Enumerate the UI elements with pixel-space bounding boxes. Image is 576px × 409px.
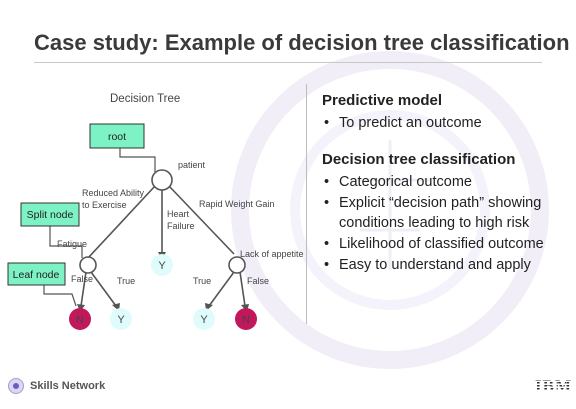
edge-root-left xyxy=(87,185,156,259)
section-heading-decision-tree-classification: Decision tree classification xyxy=(322,151,516,168)
skills-network-logo: Skills Network xyxy=(8,378,105,394)
skills-network-icon xyxy=(8,378,24,394)
edge-right-true xyxy=(208,271,235,307)
edge-label-false-right: False xyxy=(247,276,269,286)
edge-label-rapid-weight-gain: Rapid Weight Gain xyxy=(199,199,274,209)
edge-label-false-left: False xyxy=(71,274,93,284)
leaf-label-y-right: Y xyxy=(200,314,208,326)
arrowhead-ll xyxy=(77,304,85,312)
list-item: Easy to understand and apply xyxy=(322,255,567,275)
decision-tree-list: Categorical outcome Explicit “decision p… xyxy=(322,172,567,275)
edge-label-true-right: True xyxy=(193,276,211,286)
right-panel: Predictive model To predict an outcome D… xyxy=(322,92,567,276)
callout-split-box xyxy=(20,202,80,227)
root-node xyxy=(151,169,173,191)
predictive-model-list: To predict an outcome xyxy=(322,113,567,133)
edge-left-false xyxy=(80,271,87,307)
ibm-logo: IBM xyxy=(535,376,572,395)
diagram-title: Decision Tree xyxy=(110,93,180,105)
list-item: Explicit “decision path” showing conditi… xyxy=(322,193,567,233)
leaf-label-y-mid: Y xyxy=(158,260,166,272)
title-divider xyxy=(34,62,542,63)
callout-root-box xyxy=(89,123,145,149)
edge-label-heart-failure: Heart Failure xyxy=(167,209,195,231)
callout-line-root xyxy=(119,148,156,172)
skills-network-text: Skills Network xyxy=(30,380,106,392)
leaf-label-n-right: N xyxy=(242,314,250,326)
edge-label-reduced-ability: Reduced Ability to Exercise xyxy=(82,188,147,210)
decision-tree-diagram: Decision Tree N Y Y Y N patient Reduced xyxy=(7,93,304,330)
list-item: Categorical outcome xyxy=(322,172,567,192)
column-divider xyxy=(306,84,307,324)
callout-leaf-label: Leaf node xyxy=(13,269,60,281)
edge-label-true-left: True xyxy=(117,276,135,286)
leaf-node-n-right xyxy=(235,308,257,330)
leaf-node-y-mid xyxy=(151,254,173,276)
edge-label-lack-of-appetite: Lack of appetite xyxy=(240,249,304,259)
list-item: Likelihood of classified outcome xyxy=(322,234,567,254)
leaf-label-n-left: N xyxy=(76,314,84,326)
page-title: Case study: Example of decision tree cla… xyxy=(34,30,570,55)
leaf-label-y-left: Y xyxy=(117,314,125,326)
right-split-node xyxy=(228,256,246,274)
callout-line-split xyxy=(49,226,83,258)
callout-line-leaf xyxy=(43,285,77,307)
edge-label-fatigue: Fatigue xyxy=(57,239,87,249)
leaf-node-n-left xyxy=(69,308,91,330)
edge-root-right xyxy=(168,185,235,255)
callout-split-label: Split node xyxy=(27,209,74,221)
edge-left-true xyxy=(90,271,117,307)
node-label-patient: patient xyxy=(178,160,206,170)
left-split-node xyxy=(79,256,97,274)
section-heading-predictive-model: Predictive model xyxy=(322,92,443,109)
callout-root-label: root xyxy=(108,131,126,143)
leaf-node-y-right xyxy=(193,308,215,330)
callout-leaf-box xyxy=(7,262,66,286)
edge-right-false xyxy=(239,271,246,307)
leaf-node-y-left xyxy=(110,308,132,330)
list-item: To predict an outcome xyxy=(322,113,567,133)
